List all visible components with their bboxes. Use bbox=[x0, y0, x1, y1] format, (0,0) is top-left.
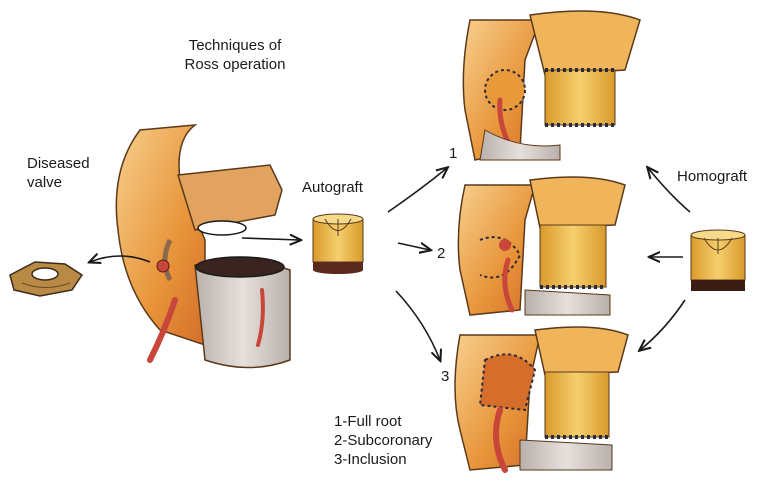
diseased-label-line-1: Diseased bbox=[27, 154, 90, 173]
homograft-label: Homograft bbox=[677, 167, 747, 186]
autograft-label: Autograft bbox=[302, 178, 363, 197]
autograft-cylinder bbox=[313, 214, 363, 274]
arrow-autograft-to-technique-3 bbox=[396, 291, 440, 360]
arrow-autograft-to-technique-2 bbox=[398, 243, 430, 250]
arrow-heart-to-autograft bbox=[242, 238, 300, 240]
heart-with-root-excised bbox=[116, 125, 290, 368]
technique-number-3: 3 bbox=[441, 367, 449, 386]
technique-2-subcoronary bbox=[458, 177, 625, 315]
diseased-label-line-2: valve bbox=[27, 173, 90, 192]
legend-item-inclusion: 3-Inclusion bbox=[334, 450, 432, 469]
diseased-valve-label: Diseased valve bbox=[27, 154, 90, 192]
legend-item-subcoronary: 2-Subcoronary bbox=[334, 431, 432, 450]
title-line-2: Ross operation bbox=[160, 55, 310, 74]
legend-item-full-root: 1-Full root bbox=[334, 412, 432, 431]
arrow-autograft-to-technique-1 bbox=[388, 168, 447, 212]
technique-1-full-root bbox=[463, 11, 640, 160]
diseased-valve bbox=[10, 262, 82, 296]
title-line-1: Techniques of bbox=[160, 36, 310, 55]
diagram-title: Techniques of Ross operation bbox=[160, 36, 310, 74]
arrow-homograft-to-technique-3 bbox=[640, 300, 685, 350]
homograft-cylinder bbox=[691, 230, 745, 291]
technique-number-2: 2 bbox=[437, 244, 445, 263]
technique-number-1: 1 bbox=[449, 144, 457, 163]
technique-3-inclusion bbox=[455, 327, 628, 470]
technique-legend: 1-Full root 2-Subcoronary 3-Inclusion bbox=[334, 412, 432, 469]
